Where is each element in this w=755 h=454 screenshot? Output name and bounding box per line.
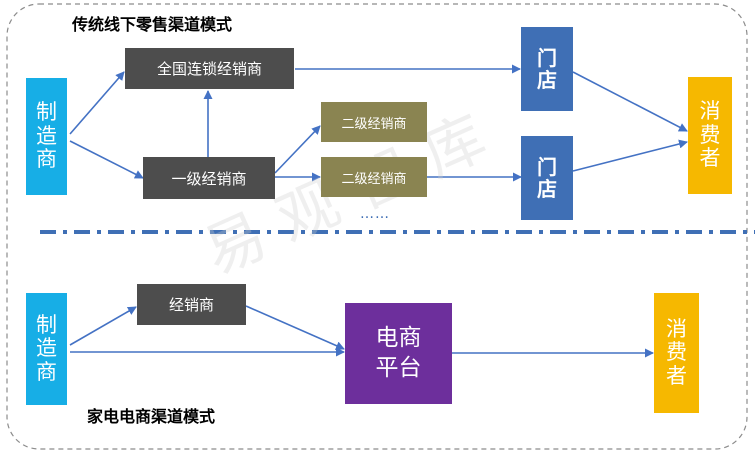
secondary-distributor-label-a: 二级经销商 [341,116,407,132]
store-label-top: 门店 [537,45,557,92]
manufacturer-label-traditional: 制造商 [36,100,57,172]
ecommerce-platform-label: 电商平台 [375,324,422,381]
ecommerce-section-title: 家电电商渠道模式 [87,407,216,426]
ecommerce-platform-box: 电商平台 [345,303,452,404]
arrow-ec-distributor-to-platform [245,305,345,350]
outer-dashed-border [6,3,748,450]
more-distributors-ellipsis: …… [360,206,390,222]
ecommerce-distributor-box: 经销商 [137,284,246,325]
national-chain-distributor-label: 全国连锁经销商 [156,60,262,78]
arrow-manufacturer-to-national-chain [69,71,125,135]
consumer-label-traditional: 消费者 [699,99,721,171]
national-chain-distributor-box: 全国连锁经销商 [125,48,294,89]
consumer-label-ecommerce: 消费者 [666,316,687,388]
store-label-bottom: 门店 [537,154,557,201]
manufacturer-box-ecommerce: 制造商 [26,293,67,405]
primary-distributor-box: 一级经销商 [143,157,275,199]
consumer-box-traditional: 消费者 [688,77,732,194]
manufacturer-box-traditional: 制造商 [26,78,67,195]
arrow-ec-manufacturer-to-distributor [69,306,137,346]
primary-distributor-label: 一级经销商 [171,169,247,188]
store-box-bottom: 门店 [521,136,573,220]
secondary-distributor-label-b: 二级经销商 [341,171,407,187]
consumer-box-ecommerce: 消费者 [654,293,699,413]
arrow-manufacturer-to-primary-distributor [69,140,144,179]
arrow-primary-to-secondary-a [274,125,321,174]
arrow-store-bottom-to-consumer [572,139,688,172]
manufacturer-label-ecommerce: 制造商 [36,312,57,384]
store-box-top: 门店 [521,27,573,111]
ecommerce-distributor-label: 经销商 [168,296,214,314]
secondary-distributor-box-a: 二级经销商 [321,102,427,142]
arrow-store-top-to-consumer [572,71,688,132]
secondary-distributor-box-b: 二级经销商 [321,157,427,197]
traditional-section-title: 传统线下零售渠道模式 [72,15,233,34]
